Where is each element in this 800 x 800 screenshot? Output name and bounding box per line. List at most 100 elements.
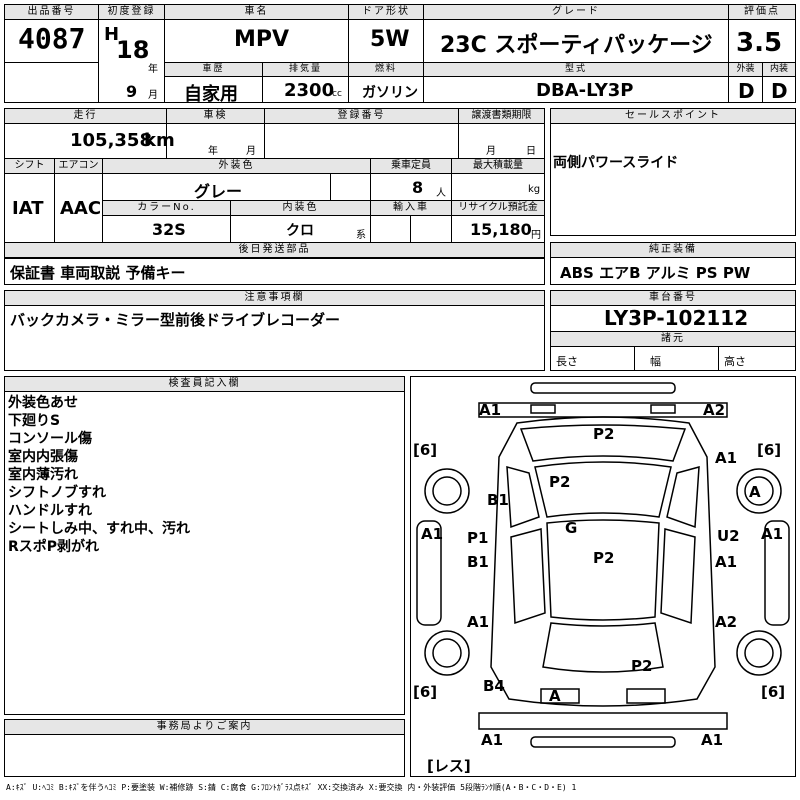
model: DBA-LY3P bbox=[536, 80, 634, 101]
insp-month-unit: 月 bbox=[246, 146, 256, 157]
displacement-label: 排気量 bbox=[263, 63, 348, 77]
transfer-label: 譲渡書類期限 bbox=[459, 109, 544, 124]
mileage: 105,358 bbox=[70, 130, 152, 151]
inspector-line: ハンドルすれ bbox=[8, 503, 92, 519]
damage-mark: P2 bbox=[631, 657, 652, 675]
inspector-notes: 外装色あせ 下廻りS コンソール傷 室内内張傷 室内薄汚れ シフトノブすれ ハン… bbox=[8, 394, 190, 556]
inspector-line: 室内薄汚れ bbox=[8, 467, 78, 483]
lot-number: 4087 bbox=[18, 22, 86, 55]
equip-block bbox=[550, 242, 796, 285]
month-unit: 月 bbox=[148, 90, 158, 101]
inspector-line: 室内内張傷 bbox=[8, 449, 78, 465]
grade: 23C スポーティパッケージ bbox=[440, 33, 713, 58]
inspector-line: 外装色あせ bbox=[8, 395, 78, 411]
damage-mark: A2 bbox=[703, 401, 725, 419]
score: 3.5 bbox=[736, 28, 783, 58]
colorno-label: カラーNo. bbox=[103, 201, 230, 216]
equip-value: ABS エアB アルミ PS PW bbox=[560, 264, 751, 282]
damage-mark: [6] bbox=[413, 683, 437, 701]
damage-mark: P2 bbox=[593, 425, 614, 443]
intcolor-label: 内装色 bbox=[231, 201, 370, 216]
lot-label: 出品番号 bbox=[5, 5, 98, 20]
damage-mark: P1 bbox=[467, 529, 488, 547]
regno-label: 登録番号 bbox=[265, 109, 458, 124]
shift-label: シフト bbox=[5, 159, 54, 174]
height-label: 高さ bbox=[724, 355, 746, 368]
length-label: 長さ bbox=[556, 355, 578, 368]
damage-mark: G bbox=[565, 519, 577, 537]
transfer-month: 月 bbox=[486, 146, 496, 157]
width-label: 幅 bbox=[650, 355, 661, 368]
reg-month: 9 bbox=[126, 82, 138, 101]
history: 自家用 bbox=[184, 84, 238, 105]
capacity: 8 bbox=[412, 178, 424, 197]
damage-mark: [レス] bbox=[427, 757, 471, 775]
car-name: MPV bbox=[234, 27, 290, 52]
damage-mark: [6] bbox=[413, 441, 437, 459]
inspector-line: RスポP剥がれ bbox=[8, 539, 100, 555]
sales-label: セールスポイント bbox=[551, 109, 795, 124]
color-label: 外装色 bbox=[103, 159, 370, 174]
inspection-label: 車検 bbox=[167, 109, 264, 124]
header-block bbox=[4, 4, 796, 103]
intcolor-suffix: 系 bbox=[356, 230, 366, 241]
int-score: D bbox=[771, 79, 788, 103]
spec-label: 諸元 bbox=[551, 332, 795, 347]
first-reg-label: 初度登録 bbox=[99, 5, 164, 20]
import-label: 輸入車 bbox=[371, 201, 451, 216]
color: グレー bbox=[194, 182, 243, 201]
office-label: 事務局よりご案内 bbox=[5, 720, 404, 735]
inspector-block bbox=[4, 376, 405, 715]
damage-mark: [6] bbox=[757, 441, 781, 459]
chassis-label: 車台番号 bbox=[551, 291, 795, 306]
damage-mark: U2 bbox=[717, 527, 740, 545]
parts-label: 後日発送部品 bbox=[5, 243, 544, 258]
intcolor: クロ bbox=[286, 223, 314, 239]
damage-mark: B1 bbox=[467, 553, 489, 571]
damage-mark: A1 bbox=[761, 525, 783, 543]
notes-block bbox=[4, 290, 545, 371]
grade-label: グレード bbox=[424, 5, 728, 20]
fuel: ガソリン bbox=[362, 85, 418, 101]
damage-mark: A1 bbox=[701, 731, 723, 749]
mileage-label: 走行 bbox=[5, 109, 166, 124]
transfer-day: 日 bbox=[526, 146, 536, 157]
displacement: 2300 bbox=[284, 80, 335, 101]
reg-year: 18 bbox=[116, 36, 150, 64]
damage-mark: P2 bbox=[593, 549, 614, 567]
fuel-label: 燃料 bbox=[349, 63, 423, 77]
chassis-number: LY3P-102112 bbox=[604, 306, 749, 330]
colorno: 32S bbox=[152, 220, 186, 239]
damage-mark: [6] bbox=[761, 683, 785, 701]
damage-mark: B4 bbox=[483, 677, 505, 695]
door-label: ドア形状 bbox=[349, 5, 423, 20]
door-type: 5W bbox=[370, 27, 410, 52]
damage-marks: A1 A2 P2 [6] A1 [6] P2 B1 A A1 G A1 U2 P… bbox=[413, 401, 785, 775]
ext-score: D bbox=[738, 79, 755, 103]
model-label: 型式 bbox=[424, 63, 728, 77]
damage-mark: A1 bbox=[479, 401, 501, 419]
ac: AAC bbox=[60, 198, 102, 219]
legend: A:ｷｽﾞ U:ﾍｺﾐ B:ｷｽﾞを伴うﾍｺﾐ P:要塗装 W:補修跡 S:錆 … bbox=[6, 783, 577, 792]
ac-label: エアコン bbox=[55, 159, 102, 174]
parts-value: 保証書 車両取説 予備キー bbox=[10, 264, 186, 282]
notes-label: 注意事項欄 bbox=[5, 291, 544, 306]
insp-year-unit: 年 bbox=[208, 146, 218, 157]
damage-mark: A1 bbox=[715, 449, 737, 467]
inspector-line: シフトノブすれ bbox=[8, 485, 106, 501]
int-label: 内装 bbox=[763, 63, 795, 77]
era: H bbox=[104, 24, 120, 45]
damage-mark: A bbox=[549, 687, 561, 705]
inspector-label: 検査員記入欄 bbox=[5, 377, 404, 392]
office-block bbox=[4, 719, 405, 777]
notes-value: バックカメラ・ミラー型前後ドライブレコーダー bbox=[10, 311, 341, 329]
cc-unit: cc bbox=[332, 89, 342, 99]
damage-mark: A2 bbox=[715, 613, 737, 631]
history-label: 車歴 bbox=[165, 63, 262, 77]
ext-label: 外装 bbox=[729, 63, 762, 77]
equip-label: 純正装備 bbox=[551, 243, 795, 258]
recycle-label: リサイクル預託金 bbox=[452, 201, 544, 216]
vehicle-diagram: A1 A2 P2 [6] A1 [6] P2 B1 A A1 G A1 U2 P… bbox=[410, 376, 796, 777]
damage-mark: B1 bbox=[487, 491, 509, 509]
name-label: 車名 bbox=[165, 5, 348, 20]
